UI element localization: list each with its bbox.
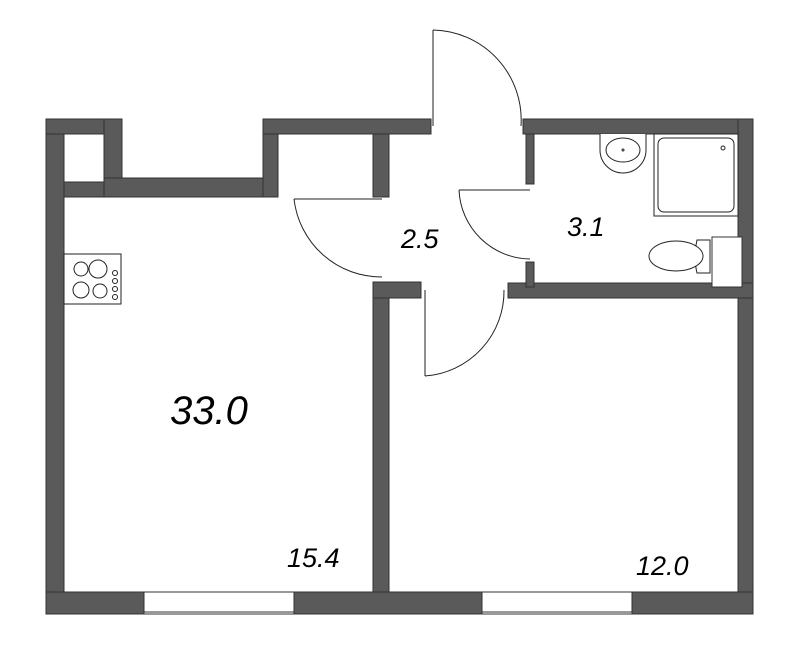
window-bedroom [481,591,633,615]
doors [293,29,531,377]
toilet-icon [648,239,711,274]
window-kitchen [143,591,295,615]
total-area-label: 33.0 [170,389,248,433]
room-area-bedroom: 12.0 [636,551,689,581]
windows [143,591,633,615]
shower-icon [653,133,739,217]
sink-icon [599,134,647,174]
room-area-bathroom: 3.1 [567,212,605,242]
walls [45,118,754,615]
stove-icon [63,253,122,305]
room-area-hallway: 2.5 [401,224,439,254]
room-area-kitchen-living: 15.4 [287,543,340,573]
